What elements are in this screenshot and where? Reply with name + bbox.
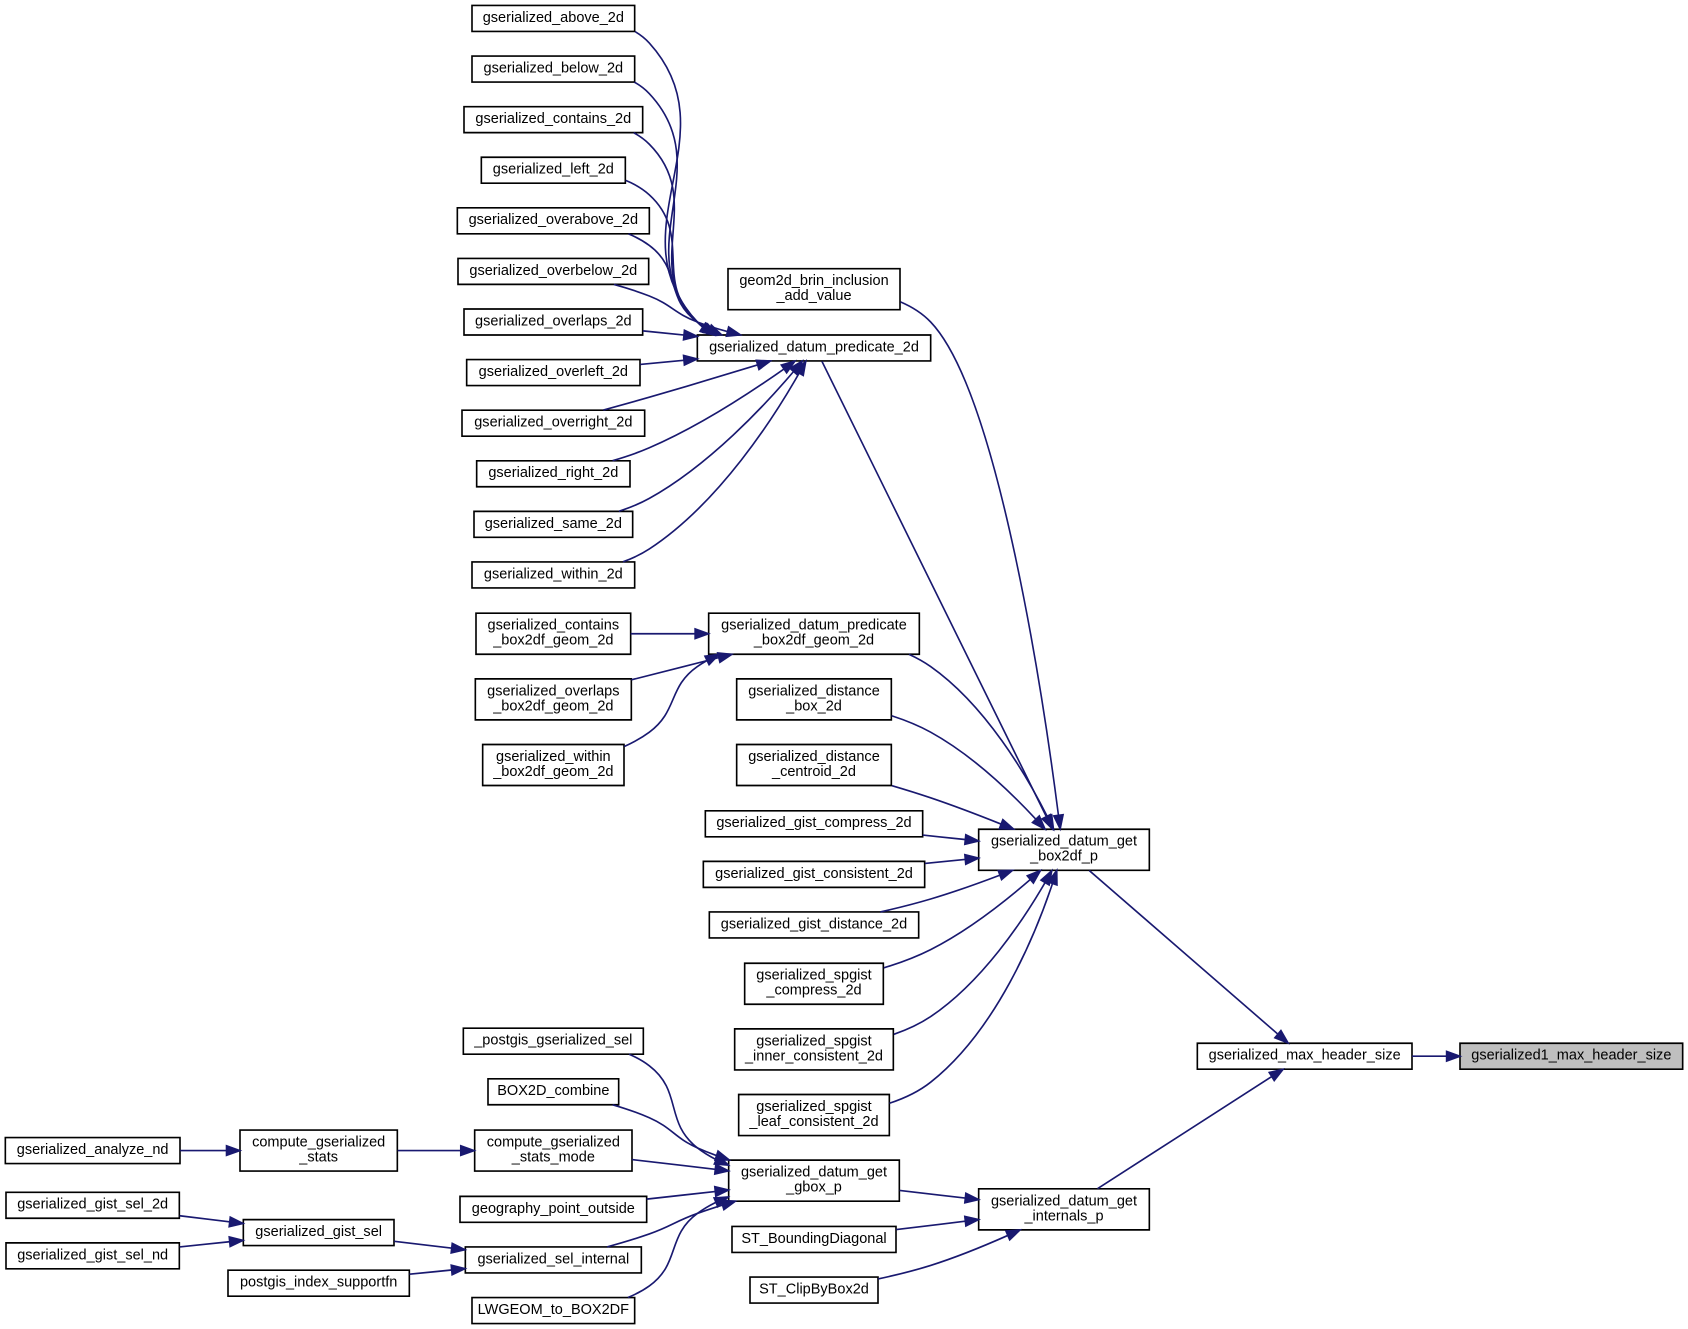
svg-text:_internals_p: _internals_p <box>1023 1208 1103 1224</box>
svg-text:_box2df_geom_2d: _box2df_geom_2d <box>753 633 874 649</box>
svg-text:gserialized_datum_get: gserialized_datum_get <box>741 1164 887 1180</box>
svg-text:gserialized_overlaps: gserialized_overlaps <box>487 683 619 699</box>
svg-text:compute_gserialized: compute_gserialized <box>252 1134 385 1150</box>
svg-text:_box2df_geom_2d: _box2df_geom_2d <box>492 698 613 714</box>
svg-text:_gbox_p: _gbox_p <box>785 1179 842 1195</box>
svg-text:_box2df_geom_2d: _box2df_geom_2d <box>492 633 613 649</box>
svg-text:_postgis_gserialized_sel: _postgis_gserialized_sel <box>473 1032 632 1048</box>
svg-text:gserialized_gist_sel_nd: gserialized_gist_sel_nd <box>17 1247 168 1263</box>
svg-text:gserialized_spgist: gserialized_spgist <box>756 968 871 984</box>
svg-text:gserialized_gist_compress_2d: gserialized_gist_compress_2d <box>716 815 911 831</box>
svg-text:gserialized_within_2d: gserialized_within_2d <box>484 566 623 582</box>
svg-text:gserialized_overleft_2d: gserialized_overleft_2d <box>479 364 628 380</box>
svg-text:gserialized_datum_get: gserialized_datum_get <box>991 1193 1137 1209</box>
svg-text:gserialized_overright_2d: gserialized_overright_2d <box>474 414 632 430</box>
svg-text:_box2df_geom_2d: _box2df_geom_2d <box>492 764 613 780</box>
svg-text:ST_BoundingDiagonal: ST_BoundingDiagonal <box>741 1231 886 1247</box>
svg-text:gserialized_within: gserialized_within <box>496 749 611 765</box>
svg-text:compute_gserialized: compute_gserialized <box>487 1134 620 1150</box>
svg-text:_stats_mode: _stats_mode <box>511 1149 595 1165</box>
svg-text:LWGEOM_to_BOX2DF: LWGEOM_to_BOX2DF <box>478 1302 629 1318</box>
svg-text:gserialized_sel_internal: gserialized_sel_internal <box>477 1251 629 1267</box>
svg-text:ST_ClipByBox2d: ST_ClipByBox2d <box>759 1281 869 1297</box>
svg-text:gserialized_below_2d: gserialized_below_2d <box>484 60 624 76</box>
svg-text:BOX2D_combine: BOX2D_combine <box>497 1083 609 1099</box>
svg-text:_leaf_consistent_2d: _leaf_consistent_2d <box>748 1114 878 1130</box>
svg-text:_centroid_2d: _centroid_2d <box>771 764 856 780</box>
svg-text:_inner_consistent_2d: _inner_consistent_2d <box>744 1048 883 1064</box>
svg-text:gserialized_overlaps_2d: gserialized_overlaps_2d <box>475 313 632 329</box>
svg-text:gserialized_overbelow_2d: gserialized_overbelow_2d <box>469 263 637 279</box>
svg-text:gserialized_contains: gserialized_contains <box>488 617 620 633</box>
svg-text:gserialized_spgist: gserialized_spgist <box>756 1033 871 1049</box>
svg-text:gserialized_above_2d: gserialized_above_2d <box>483 10 624 26</box>
svg-text:gserialized_gist_distance_2d: gserialized_gist_distance_2d <box>721 916 907 932</box>
svg-text:gserialized_gist_sel: gserialized_gist_sel <box>255 1224 382 1240</box>
svg-text:gserialized_gist_consistent_2d: gserialized_gist_consistent_2d <box>715 866 913 882</box>
svg-text:gserialized_contains_2d: gserialized_contains_2d <box>475 111 631 127</box>
svg-text:gserialized_max_header_size: gserialized_max_header_size <box>1209 1047 1401 1063</box>
svg-text:gserialized_left_2d: gserialized_left_2d <box>493 161 614 177</box>
svg-text:gserialized_datum_get: gserialized_datum_get <box>991 834 1137 850</box>
svg-text:postgis_index_supportfn: postgis_index_supportfn <box>240 1274 397 1290</box>
svg-text:gserialized_analyze_nd: gserialized_analyze_nd <box>17 1142 169 1158</box>
svg-text:gserialized_distance: gserialized_distance <box>748 683 880 699</box>
svg-text:gserialized_gist_sel_2d: gserialized_gist_sel_2d <box>17 1197 168 1213</box>
svg-text:gserialized_datum_predicate_2d: gserialized_datum_predicate_2d <box>709 339 919 355</box>
svg-text:_compress_2d: _compress_2d <box>765 983 861 999</box>
svg-text:_box_2d: _box_2d <box>785 698 842 714</box>
svg-text:gserialized_distance: gserialized_distance <box>748 749 880 765</box>
svg-text:_add_value: _add_value <box>775 288 851 304</box>
svg-text:geom2d_brin_inclusion: geom2d_brin_inclusion <box>739 273 888 289</box>
svg-text:geography_point_outside: geography_point_outside <box>472 1201 635 1217</box>
svg-text:_stats: _stats <box>298 1149 338 1165</box>
svg-text:gserialized1_max_header_size: gserialized1_max_header_size <box>1471 1047 1671 1063</box>
svg-text:gserialized_same_2d: gserialized_same_2d <box>485 516 622 532</box>
svg-text:_box2df_p: _box2df_p <box>1029 849 1098 865</box>
svg-text:gserialized_spgist: gserialized_spgist <box>756 1099 871 1115</box>
svg-text:gserialized_datum_predicate: gserialized_datum_predicate <box>721 617 907 633</box>
svg-text:gserialized_overabove_2d: gserialized_overabove_2d <box>469 212 638 228</box>
svg-text:gserialized_right_2d: gserialized_right_2d <box>488 465 618 481</box>
